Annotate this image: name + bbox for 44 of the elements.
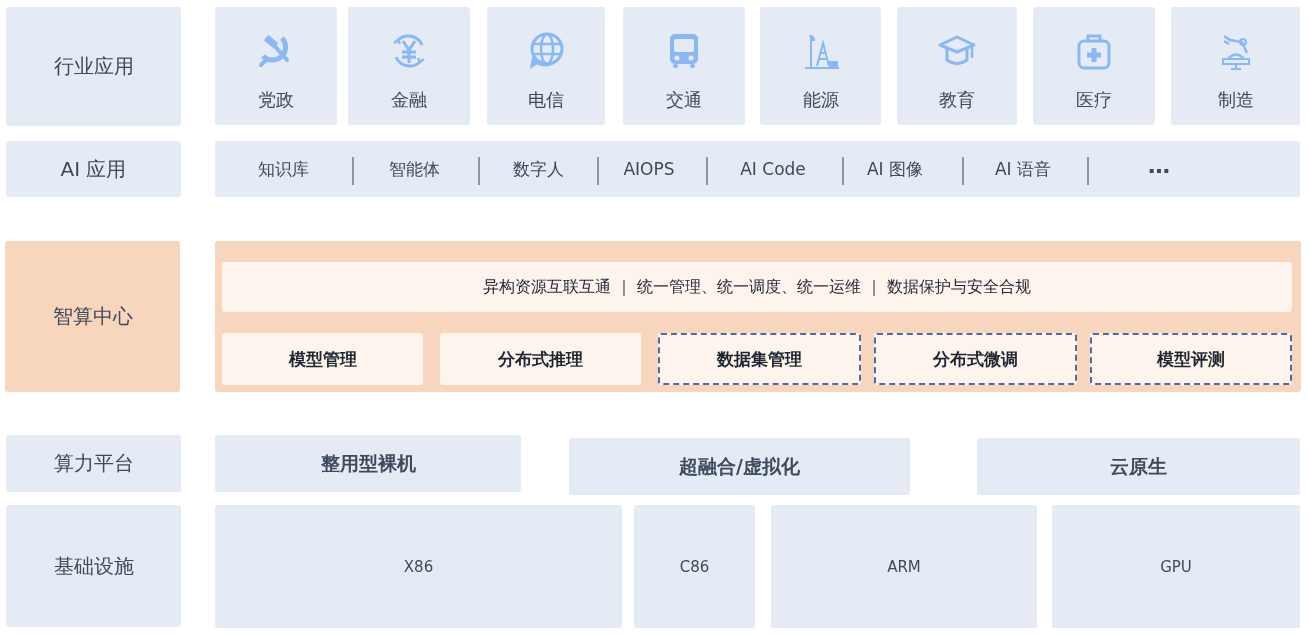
compute-center-panel: [215, 241, 1301, 392]
architecture-box: C86: [634, 505, 755, 628]
industry-tile: [215, 7, 337, 125]
industry-tile: [1033, 7, 1155, 125]
tile-label: 制造: [1216, 88, 1255, 112]
layer-header: 智算中心: [5, 241, 180, 392]
tile-label: 交通: [665, 88, 703, 112]
layer-header: 行业应用: [6, 7, 181, 126]
architecture-box: GPU: [1052, 505, 1300, 628]
tile-label: 金融: [390, 88, 428, 112]
industry-tile: [487, 7, 605, 125]
industry-tile: [623, 7, 745, 125]
tile-label: 教育: [938, 88, 976, 112]
app-label: 数字人: [512, 158, 564, 180]
feature-bar: 异构资源互联互通 ｜ 统一管理、统一调度、统一运维 ｜ 数据保护与安全合规: [222, 262, 1292, 312]
module-box: 数据集管理: [658, 333, 861, 385]
module-box: 分布式推理: [440, 333, 641, 385]
tile-label: 医疗: [1075, 88, 1113, 112]
platform-box: 整用型裸机: [215, 435, 521, 492]
module-box: 分布式微调: [874, 333, 1077, 385]
architecture-box: X86: [215, 505, 622, 628]
platform-box: 云原生: [977, 438, 1300, 495]
ellipsis-text: …: [1148, 155, 1170, 177]
industry-tile: [760, 7, 881, 125]
platform-box: 超融合/虚拟化: [569, 438, 910, 495]
industry-tile: [897, 7, 1017, 125]
app-label: 智能体: [388, 158, 440, 180]
industry-tile: [1171, 7, 1300, 125]
app-label: AI 语音: [995, 158, 1051, 180]
industry-tile: [348, 7, 470, 125]
tile-label: 电信: [527, 88, 565, 112]
layer-header: 算力平台: [6, 435, 181, 492]
layer-header: AI 应用: [6, 141, 181, 197]
module-box: 模型管理: [222, 333, 423, 385]
module-box: 模型评测: [1090, 333, 1292, 385]
app-label: AIOPS: [623, 158, 675, 180]
app-label: AI Code: [740, 158, 806, 180]
layer-header: 基础设施: [6, 505, 181, 627]
app-bar: [215, 141, 1300, 197]
app-label: 知识库: [257, 158, 309, 180]
tile-label: 党政: [257, 88, 295, 112]
tile-label: 能源: [801, 88, 840, 112]
app-label: AI 图像: [867, 158, 923, 180]
architecture-box: ARM: [771, 505, 1037, 628]
